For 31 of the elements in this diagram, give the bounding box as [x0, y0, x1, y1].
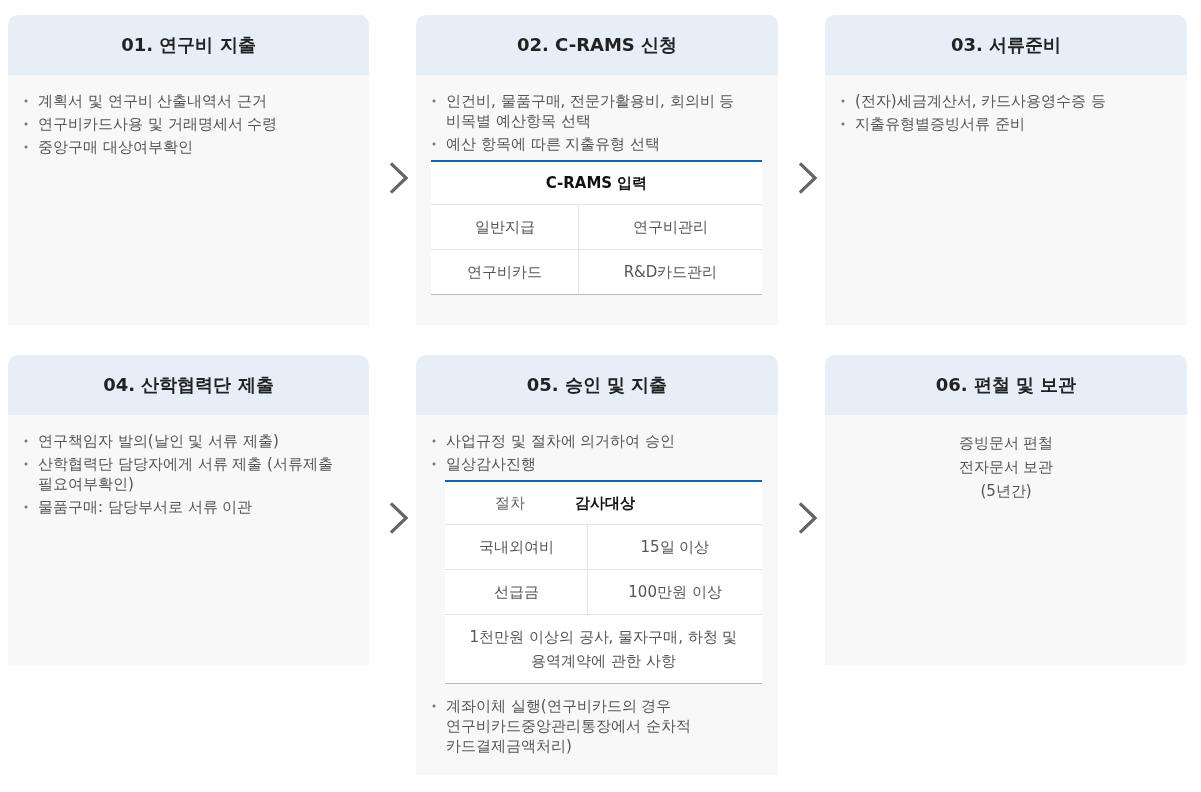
bullet-text: (전자)세금계산서, 카드사용영수증 등	[841, 91, 1106, 111]
table-cell: 연구비카드	[431, 250, 579, 295]
bullet-text: 계획서 및 연구비 산출내역서 근거	[24, 91, 268, 111]
step-title: 05. 승인 및 지출	[526, 373, 668, 397]
step-card	[8, 15, 369, 325]
data-table	[445, 480, 762, 684]
step-title: 06. 편철 및 보관	[935, 373, 1077, 397]
step-card	[825, 15, 1187, 325]
step-card	[416, 15, 778, 325]
table-cell: 선급금	[445, 570, 588, 615]
step-title: 01. 연구비 지출	[121, 33, 256, 57]
step-title: 04. 산학협력단 제출	[103, 373, 274, 397]
bullet-text: 일상감사진행	[432, 454, 536, 474]
body-text: 전자문서 보관	[958, 457, 1054, 478]
body-text: 증빙문서 편철	[958, 433, 1054, 454]
body-text: (5년간)	[980, 481, 1032, 502]
bullet-text: 지출유형별증빙서류 준비	[841, 114, 1025, 134]
table-cell: 일반지급	[431, 205, 579, 250]
table-cell: 국내외여비	[445, 525, 588, 570]
bullet-text: 연구비카드사용 및 거래명세서 수령	[24, 114, 278, 134]
step-title: 03. 서류준비	[950, 33, 1062, 57]
bullet-text: 물품구매: 담당부서로 서류 이관	[24, 497, 253, 517]
bullet-text: 사업규정 및 절차에 의거하여 승인	[432, 431, 676, 451]
step-card	[825, 355, 1187, 665]
data-table	[431, 160, 762, 295]
step-card	[8, 355, 369, 665]
step-card	[416, 355, 778, 775]
bullet-text: 중앙구매 대상여부확인	[24, 137, 193, 157]
bullet-text: 예산 항목에 따른 지출유형 선택	[432, 134, 661, 154]
step-title: 02. C-RAMS 신청	[516, 33, 678, 57]
bullet-text: 연구책임자 발의(날인 및 서류 제출)	[24, 431, 279, 451]
